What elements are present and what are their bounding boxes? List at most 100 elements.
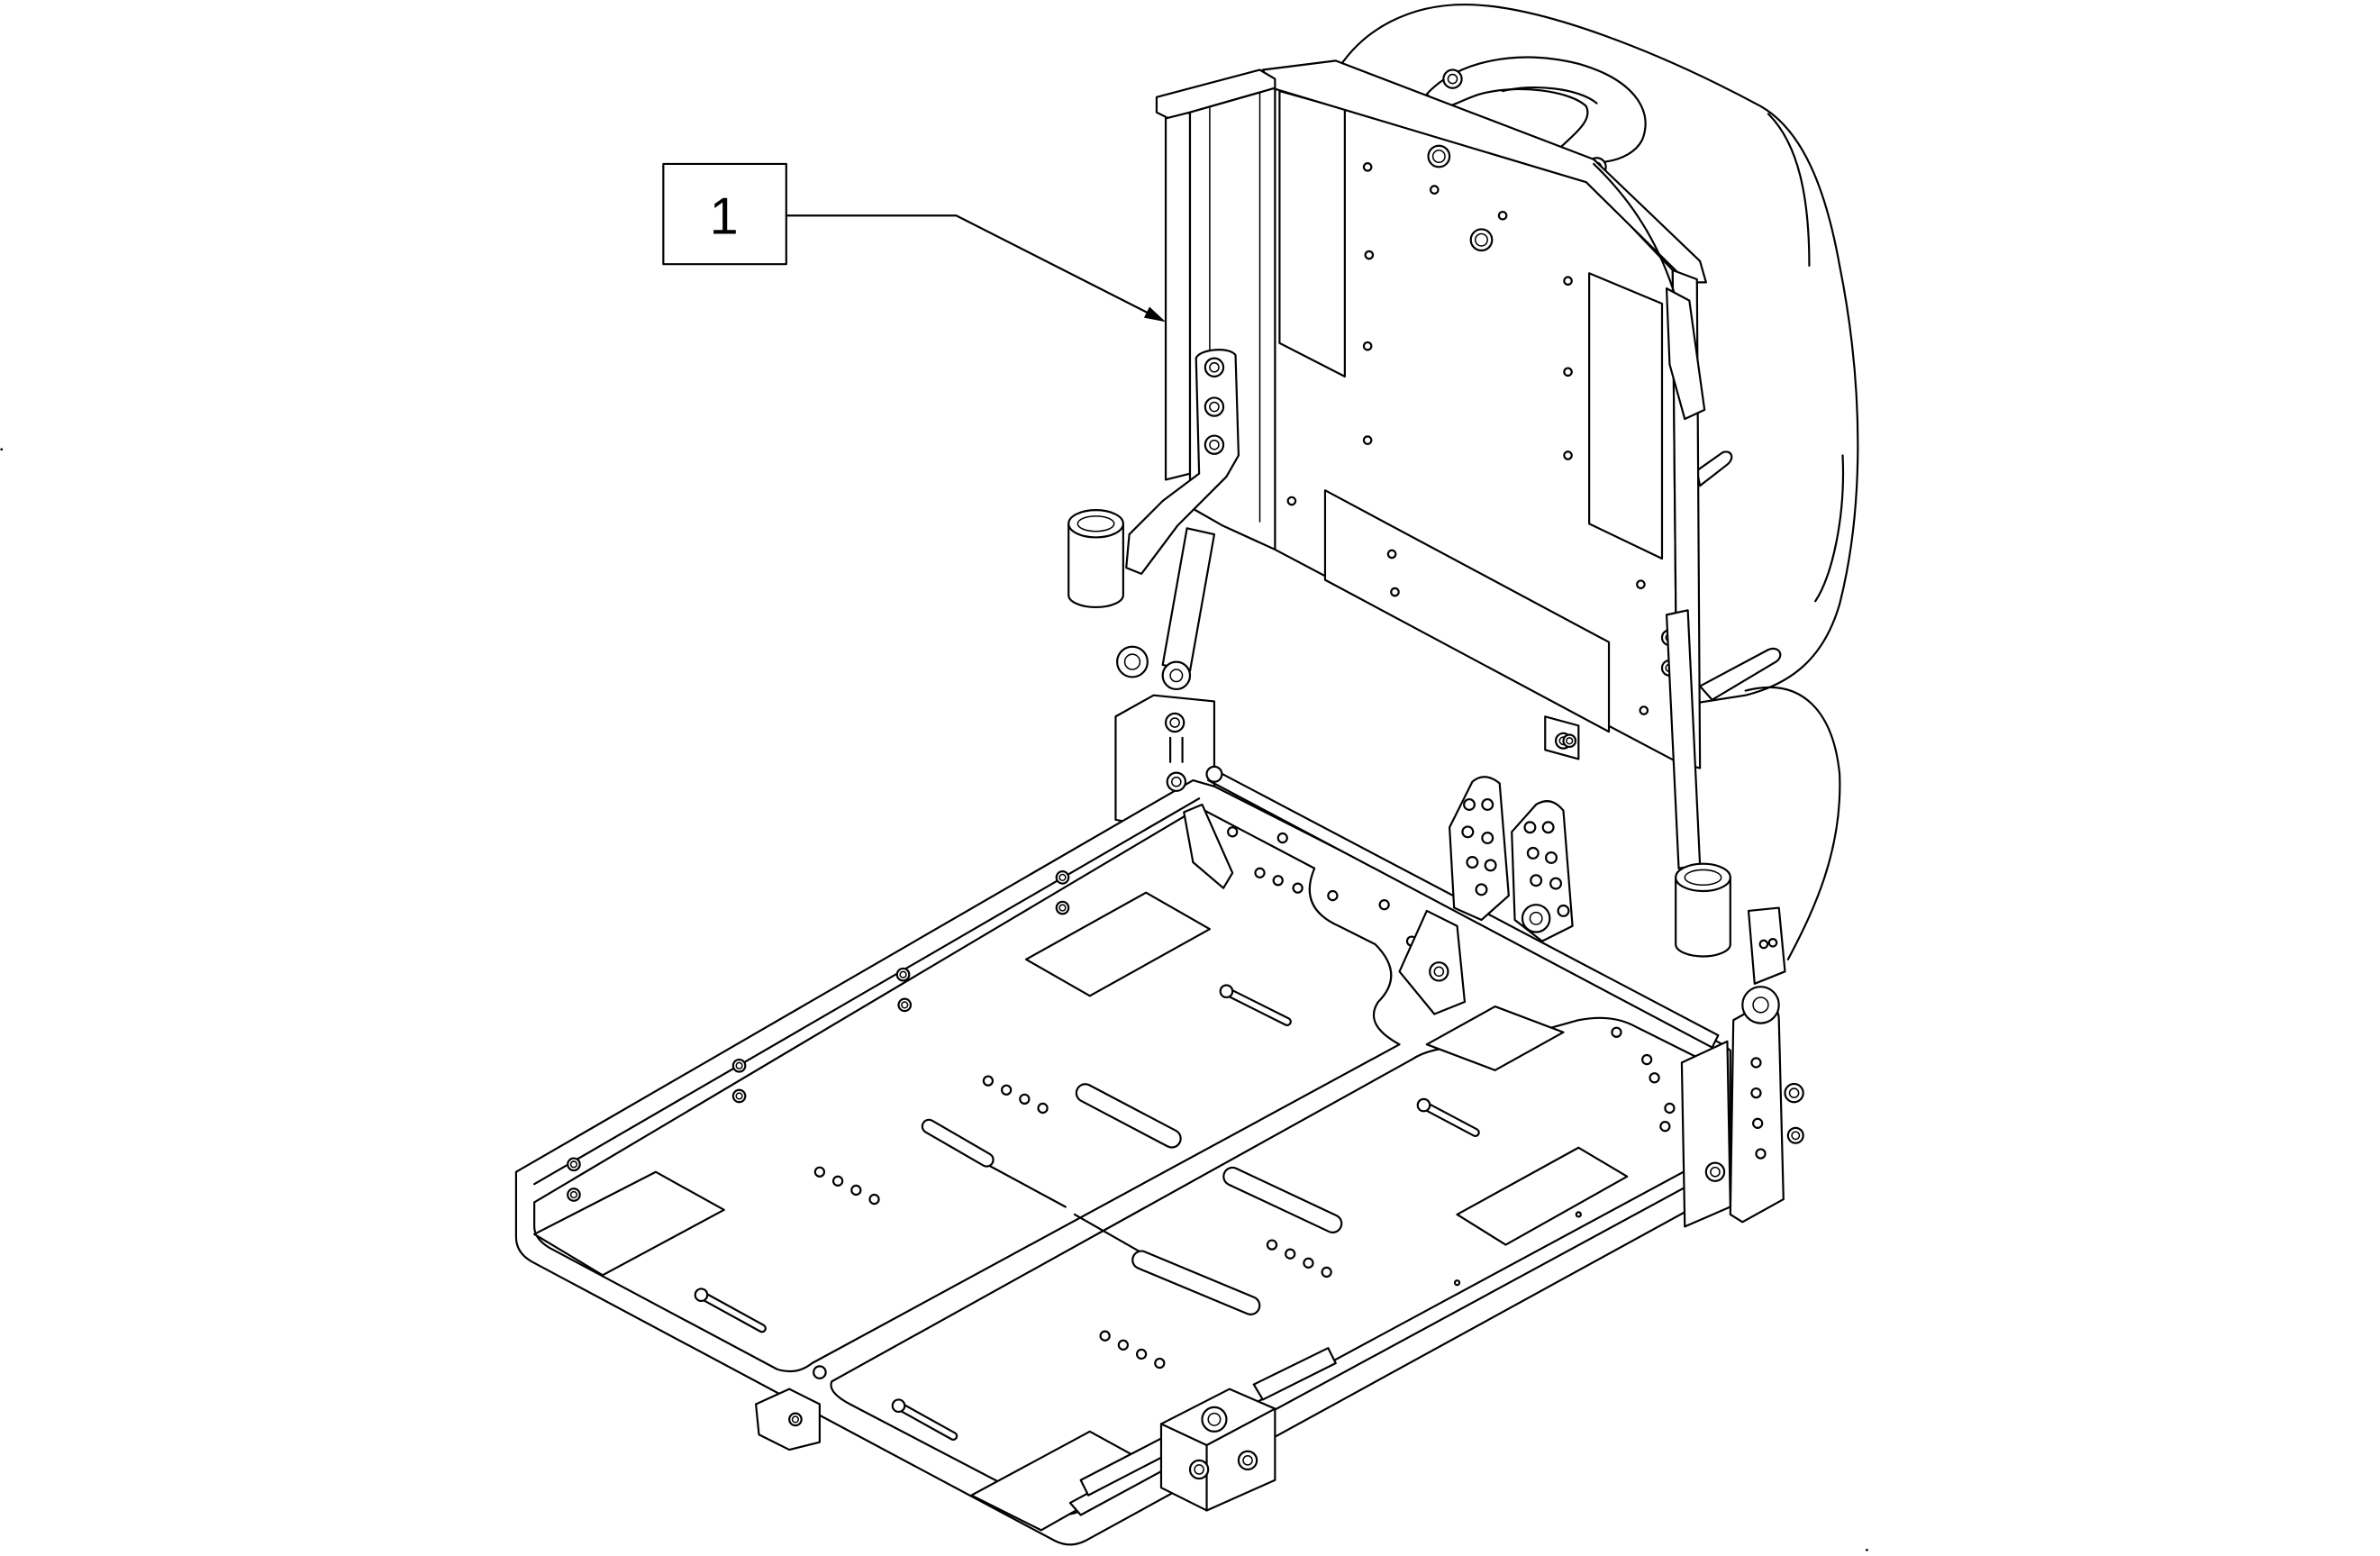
- right-hinge-upright: [1729, 1003, 1785, 1224]
- right-side-riser: [1680, 1040, 1731, 1228]
- seat-hardware: [755, 609, 1786, 1516]
- hole-rim: [1649, 1072, 1660, 1084]
- mounting-hole: [1463, 797, 1476, 811]
- mounting-hole: [897, 997, 913, 1013]
- mounting-hole: [813, 1365, 827, 1379]
- hole-rim: [1481, 832, 1494, 845]
- front-left-clamp: [755, 1388, 821, 1451]
- hole-bore: [1791, 1131, 1801, 1141]
- mounting-hole: [1276, 832, 1288, 844]
- hole-rim: [1475, 883, 1488, 896]
- slot-opening: [1133, 1251, 1259, 1314]
- left-cup-holder-opening: [1076, 515, 1115, 532]
- mounting-hole: [694, 1288, 709, 1303]
- mounting-hole: [1272, 875, 1284, 887]
- adjustment-slot: [1131, 1250, 1261, 1315]
- hole-rim: [1201, 1406, 1228, 1433]
- mounting-hole: [1204, 434, 1225, 455]
- hole-rim: [1019, 1093, 1031, 1106]
- mounting-hole: [891, 1398, 906, 1414]
- adjustment-slot: [1222, 1166, 1343, 1233]
- hole-rim: [1321, 1266, 1332, 1278]
- hole-bore: [1058, 873, 1067, 881]
- hole-bore: [1710, 1166, 1721, 1178]
- hole-rim: [788, 1412, 803, 1427]
- hole-rim: [1266, 1239, 1278, 1251]
- seat-holes: [567, 826, 1676, 1414]
- backrest-label-area-right: [1588, 272, 1664, 560]
- mounting-hole: [1037, 1102, 1049, 1115]
- hole-bore: [901, 1001, 909, 1009]
- hole-rim: [1055, 870, 1070, 885]
- hole-rim: [1557, 904, 1570, 917]
- adjustment-slot: [1419, 1100, 1480, 1137]
- hole-rim: [831, 1175, 844, 1187]
- hole-rim: [731, 1058, 747, 1073]
- mounting-hole: [1659, 1121, 1671, 1133]
- hole-rim: [1751, 1117, 1764, 1129]
- hole-bore: [735, 1061, 743, 1069]
- hole-rim: [1117, 1339, 1130, 1351]
- hole-rim: [1362, 435, 1373, 445]
- seat-rear-pad: [1425, 1005, 1565, 1071]
- hole-bore: [1171, 776, 1182, 787]
- hole-rim: [1466, 856, 1479, 869]
- mounting-hole: [868, 1193, 880, 1206]
- hole-rim: [1758, 939, 1769, 950]
- mounting-hole: [1429, 185, 1440, 195]
- mounting-hole: [1784, 1082, 1804, 1104]
- hole-rim: [1526, 846, 1540, 860]
- mounting-hole: [1751, 1117, 1764, 1129]
- hole-bore: [1169, 717, 1180, 728]
- hole-rim: [1563, 450, 1573, 460]
- hole-rim: [567, 1187, 581, 1202]
- mounting-hole: [1055, 900, 1070, 915]
- hole-rim: [1755, 1148, 1767, 1160]
- hole-rim: [1611, 1026, 1622, 1038]
- mounting-hole: [1461, 825, 1475, 839]
- right-cup-holder-body: [1675, 876, 1731, 958]
- mounting-hole: [1563, 367, 1573, 378]
- hole-rim: [1204, 357, 1225, 378]
- hole-rim: [868, 1193, 880, 1206]
- adjustment-slot: [921, 1118, 995, 1168]
- seat-cross-seam: [988, 1164, 1140, 1252]
- hole-rim: [813, 1365, 827, 1379]
- mounting-hole: [567, 1187, 581, 1202]
- footrest-bracket-right: [1511, 800, 1574, 942]
- mounting-hole: [1427, 144, 1451, 168]
- hole-rim: [895, 967, 911, 982]
- mounting-hole: [1611, 1026, 1622, 1038]
- mounting-hole: [1750, 1057, 1762, 1069]
- hole-rim: [1219, 984, 1234, 999]
- hole-bore: [1209, 439, 1220, 450]
- hole-rim: [1741, 986, 1780, 1024]
- backrest-label-area-lower: [1323, 489, 1611, 733]
- backrest-shell-outline: [1334, 3, 1859, 705]
- mounting-hole: [1563, 276, 1573, 287]
- mounting-hole: [1201, 1406, 1228, 1433]
- backrest-shell-slot: [1699, 647, 1782, 701]
- front-latch-block: [1159, 1388, 1276, 1512]
- hole-rim: [1205, 765, 1223, 783]
- mounting-hole: [1219, 984, 1234, 999]
- mounting-hole: [1429, 961, 1449, 982]
- hole-rim: [1563, 367, 1573, 378]
- callout-arrowhead: [1143, 306, 1167, 323]
- hole-rim: [813, 1166, 826, 1178]
- mounting-hole: [1545, 851, 1558, 864]
- adjustment-slot: [894, 1401, 958, 1441]
- hole-bore: [1566, 737, 1574, 745]
- right-rail-guide: [1252, 1347, 1337, 1401]
- hole-rim: [1639, 705, 1649, 715]
- mounting-hole: [731, 1088, 747, 1104]
- slot-opening: [922, 1120, 993, 1166]
- hole-bore: [1474, 232, 1488, 247]
- hole-rim: [694, 1288, 709, 1303]
- adjustment-slot: [1075, 1083, 1182, 1149]
- mounting-hole: [1362, 341, 1373, 351]
- mounting-hole: [1285, 1248, 1296, 1260]
- hole-rim: [1786, 1126, 1804, 1144]
- hole-bore: [1752, 996, 1769, 1014]
- hole-rim: [1497, 210, 1508, 221]
